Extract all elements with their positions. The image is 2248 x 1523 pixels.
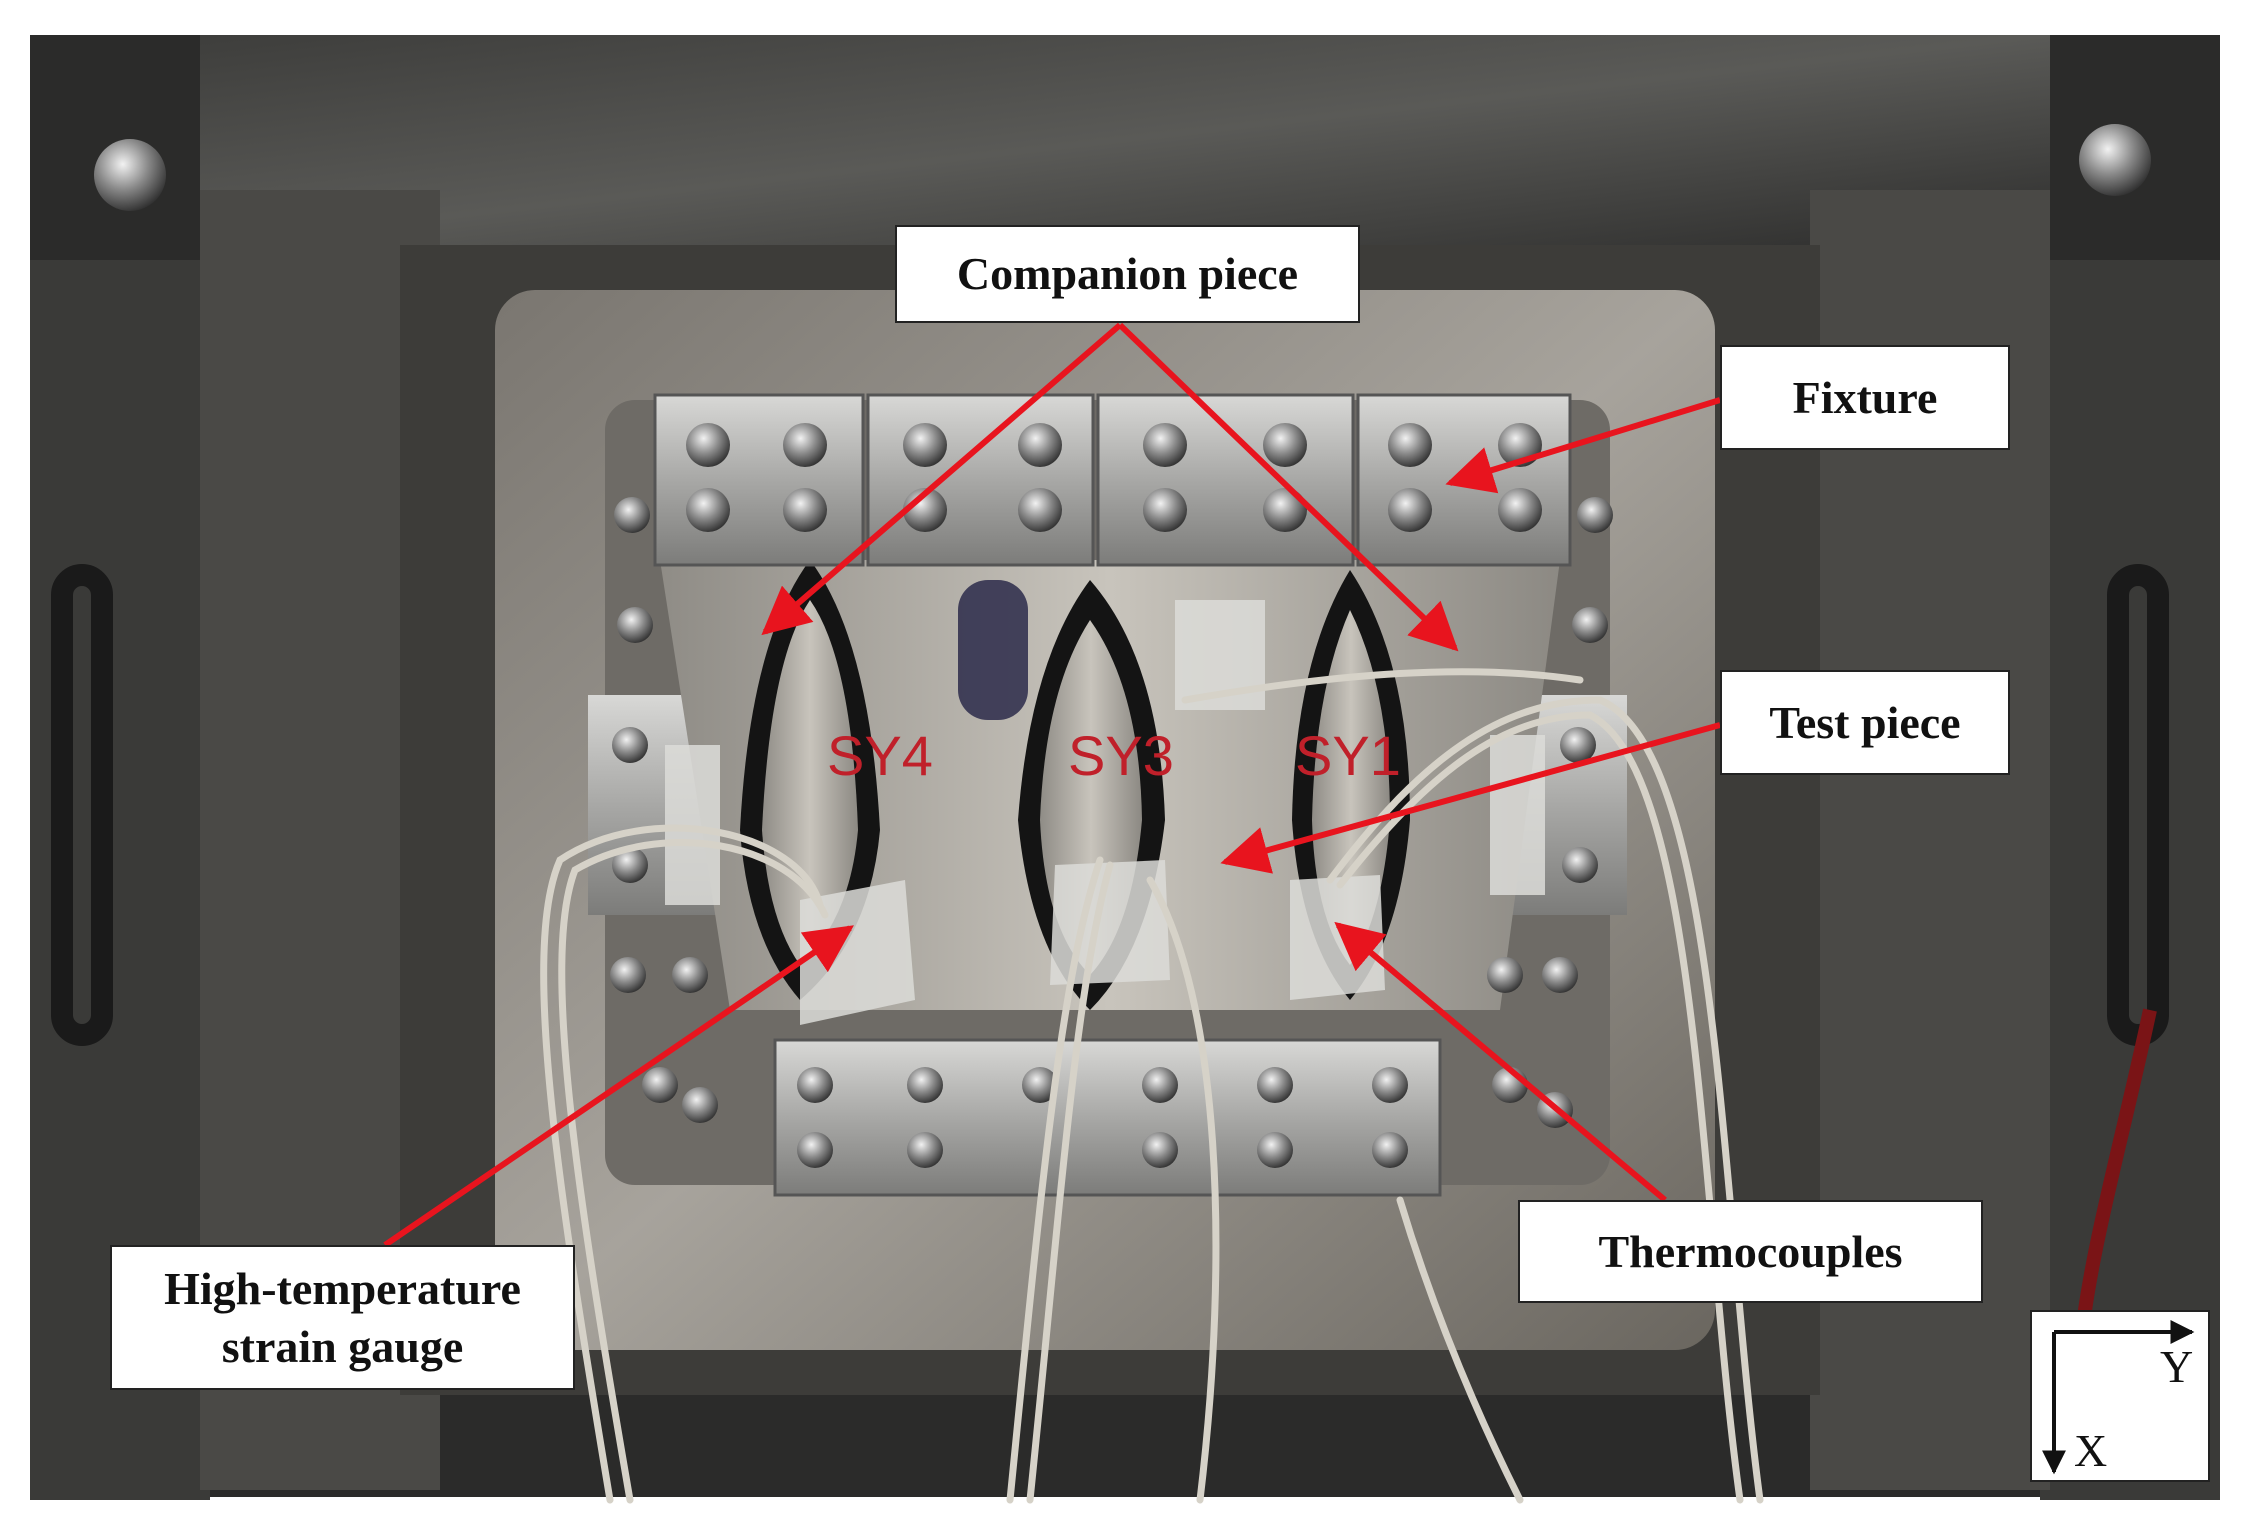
- label-fixture-text: Fixture: [1792, 371, 1938, 423]
- annotation-arrows: [383, 322, 1721, 1248]
- left-handle: [51, 564, 113, 1046]
- frame-bolts: [94, 124, 2151, 211]
- label-companion-piece: Companion piece: [895, 225, 1360, 323]
- label-strain-gauge: High-temperature strain gauge: [110, 1245, 575, 1390]
- label-thermocouples-text: Thermocouples: [1598, 1225, 1903, 1277]
- specimen-mark-sy4: SY4: [827, 724, 933, 787]
- arrow-companion-right: [1117, 322, 1459, 652]
- side-bolts: [610, 497, 1613, 1128]
- scale-mark: [958, 580, 1028, 720]
- arrow-test-piece: [1220, 722, 1721, 874]
- label-test-piece-text: Test piece: [1769, 696, 1961, 748]
- specimen-mark-sy1: SY1: [1295, 724, 1401, 787]
- bottom-fixture-clamp: [773, 1038, 1442, 1197]
- axis-arrows: [2042, 1320, 2195, 1475]
- label-strain-gauge-line2: strain gauge: [221, 1320, 464, 1372]
- arrow-thermocouples: [1334, 921, 1667, 1203]
- label-thermocouples: Thermocouples: [1518, 1200, 1983, 1303]
- label-test-piece: Test piece: [1720, 670, 2010, 775]
- label-fixture: Fixture: [1720, 345, 2010, 450]
- arrow-fixture: [1445, 397, 1721, 494]
- top-fixture-bolts: [686, 423, 1542, 532]
- axis-x-label: X: [2074, 1425, 2108, 1476]
- label-strain-gauge-line1: High-temperature: [164, 1263, 521, 1314]
- top-frame: [200, 35, 2050, 245]
- bottom-fixture-bolts: [797, 1067, 1408, 1168]
- top-fixture-clamps: [653, 393, 1572, 567]
- axis-y-label: Y: [2160, 1341, 2194, 1392]
- arrow-companion-left: [761, 322, 1122, 636]
- specimen-mark-sy3: SY3: [1068, 724, 1174, 787]
- label-companion-piece-text: Companion piece: [956, 248, 1299, 300]
- axis-indicator: Y X: [2030, 1310, 2210, 1482]
- right-rail: [2040, 260, 2220, 1500]
- arrow-strain-gauge: [383, 925, 854, 1248]
